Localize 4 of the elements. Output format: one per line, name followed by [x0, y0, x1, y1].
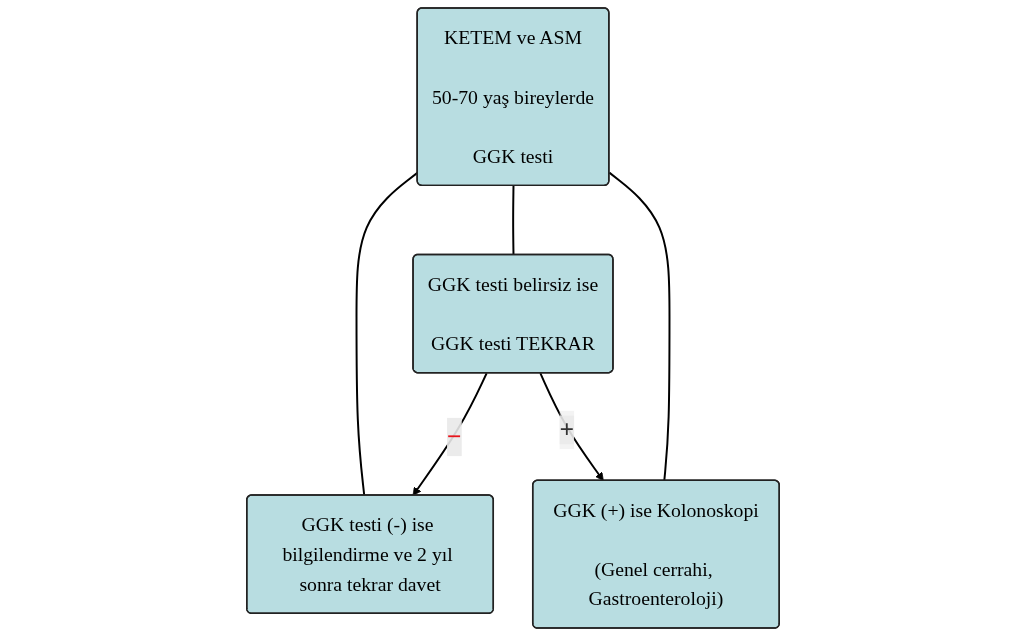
edge-label: +	[558, 415, 574, 445]
edge-label: −	[446, 422, 462, 452]
arrow	[538, 372, 604, 482]
connector	[511, 184, 514, 256]
